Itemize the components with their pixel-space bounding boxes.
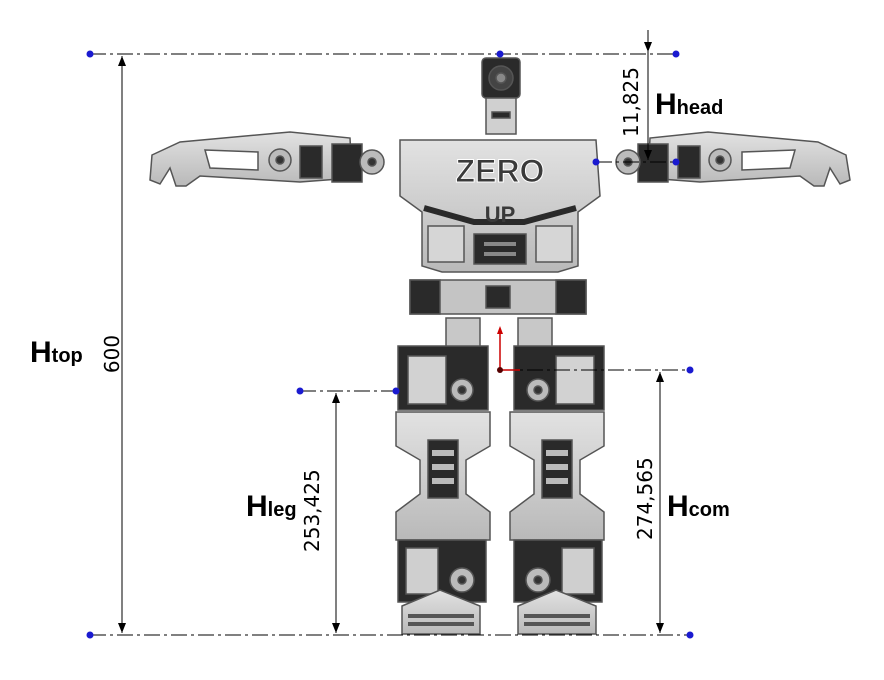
robot-left-arm bbox=[149, 131, 385, 187]
dimension-arrows bbox=[118, 42, 664, 633]
robot-hip bbox=[409, 279, 587, 349]
robot-logo-up: UP bbox=[485, 202, 516, 227]
robot-drawing bbox=[149, 57, 851, 635]
robot-logo-zero: ZERO bbox=[456, 153, 545, 189]
dimension-value-head: 11,825 bbox=[619, 67, 643, 137]
dimension-lines bbox=[90, 30, 690, 636]
label-h-head: Hhead bbox=[655, 88, 724, 121]
reference-points bbox=[86, 50, 694, 639]
robot-right-arm bbox=[615, 131, 851, 187]
label-h-top: Htop bbox=[30, 336, 83, 369]
com-marker bbox=[497, 326, 520, 373]
robot-torso bbox=[399, 139, 601, 273]
robot-left-leg bbox=[395, 345, 491, 635]
robot-head bbox=[481, 57, 521, 135]
label-h-leg: Hleg bbox=[246, 490, 297, 523]
dimension-value-top: 600 bbox=[100, 334, 124, 374]
dimension-value-leg: 253,425 bbox=[300, 469, 324, 552]
dimension-value-com: 274,565 bbox=[633, 457, 657, 540]
label-h-com: Hcom bbox=[667, 490, 730, 523]
robot-right-leg bbox=[509, 345, 605, 635]
